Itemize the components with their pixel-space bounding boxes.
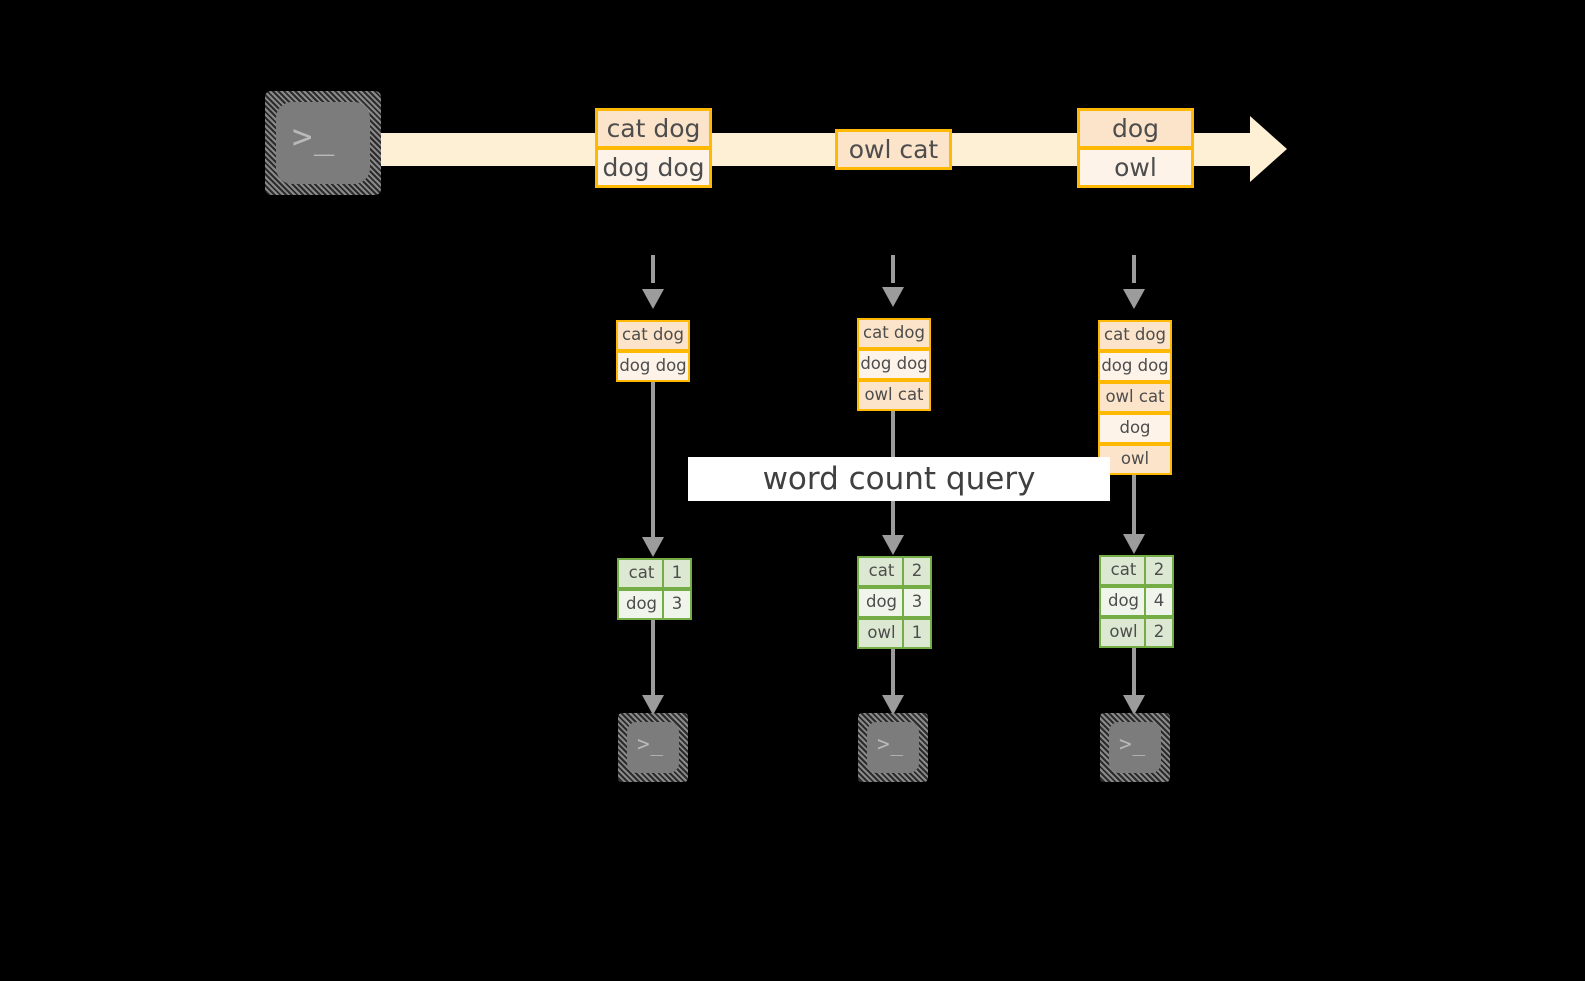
sink-connector — [651, 620, 655, 695]
sink-connector-arrowhead — [1123, 695, 1145, 715]
query-label: word count query — [688, 457, 1110, 501]
source-terminal-icon[interactable]: >_ — [265, 91, 381, 195]
result-word-cell: cat — [1099, 555, 1148, 586]
result-count-cell: 1 — [662, 558, 692, 589]
sink-terminal-screen: >_ — [867, 722, 919, 773]
stream-record: owl — [1077, 147, 1194, 188]
buffer-record: owl — [1098, 444, 1172, 475]
snapshot-tap-dash — [891, 255, 895, 283]
source-terminal-prompt: >_ — [292, 117, 336, 157]
sink-terminal-prompt: >_ — [1119, 732, 1146, 756]
sink-connector-arrowhead — [642, 695, 664, 715]
query-connector — [651, 382, 655, 537]
result-word-cell: dog — [617, 589, 666, 620]
stream-record: owl cat — [835, 129, 952, 170]
buffer-record: cat dog — [857, 318, 931, 349]
buffer-record: dog dog — [1098, 351, 1172, 382]
snapshot-tap-arrowhead — [642, 289, 664, 309]
result-word-cell: dog — [1099, 586, 1148, 617]
stream-record: dog dog — [595, 147, 712, 188]
sink-connector-arrowhead — [882, 695, 904, 715]
result-count-cell: 3 — [662, 589, 692, 620]
buffer-record: cat dog — [616, 320, 690, 351]
source-terminal-screen: >_ — [276, 102, 370, 184]
sink-terminal-icon[interactable]: >_ — [858, 713, 928, 782]
result-word-cell: owl — [857, 618, 906, 649]
sink-terminal-prompt: >_ — [637, 732, 664, 756]
snapshot-tap-arrowhead — [1123, 289, 1145, 309]
snapshot-tap-arrowhead — [882, 287, 904, 307]
sink-terminal-prompt: >_ — [877, 732, 904, 756]
result-count-cell: 3 — [902, 587, 932, 618]
result-word-cell: cat — [617, 558, 666, 589]
stream-band-arrowhead — [1250, 116, 1287, 182]
snapshot-tap-dash — [651, 255, 655, 283]
result-count-cell: 1 — [902, 618, 932, 649]
sink-terminal-screen: >_ — [1109, 722, 1161, 773]
result-word-cell: dog — [857, 587, 906, 618]
query-connector-arrowhead — [642, 537, 664, 557]
buffer-record: owl cat — [1098, 382, 1172, 413]
result-count-cell: 2 — [1144, 555, 1174, 586]
result-count-cell: 2 — [1144, 617, 1174, 648]
stream-record: cat dog — [595, 108, 712, 149]
stream-record: dog — [1077, 108, 1194, 149]
result-word-cell: cat — [857, 556, 906, 587]
buffer-record: dog dog — [857, 349, 931, 380]
snapshot-tap-dash — [1132, 255, 1136, 283]
buffer-record: cat dog — [1098, 320, 1172, 351]
query-connector — [1132, 475, 1136, 534]
result-count-cell: 4 — [1144, 586, 1174, 617]
sink-terminal-icon[interactable]: >_ — [618, 713, 688, 782]
buffer-record: dog — [1098, 413, 1172, 444]
sink-connector — [891, 649, 895, 695]
sink-terminal-screen: >_ — [627, 722, 679, 773]
query-connector-arrowhead — [882, 535, 904, 555]
buffer-record: dog dog — [616, 351, 690, 382]
sink-connector — [1132, 648, 1136, 695]
sink-terminal-icon[interactable]: >_ — [1100, 713, 1170, 782]
result-word-cell: owl — [1099, 617, 1148, 648]
buffer-record: owl cat — [857, 380, 931, 411]
query-connector-arrowhead — [1123, 534, 1145, 554]
result-count-cell: 2 — [902, 556, 932, 587]
